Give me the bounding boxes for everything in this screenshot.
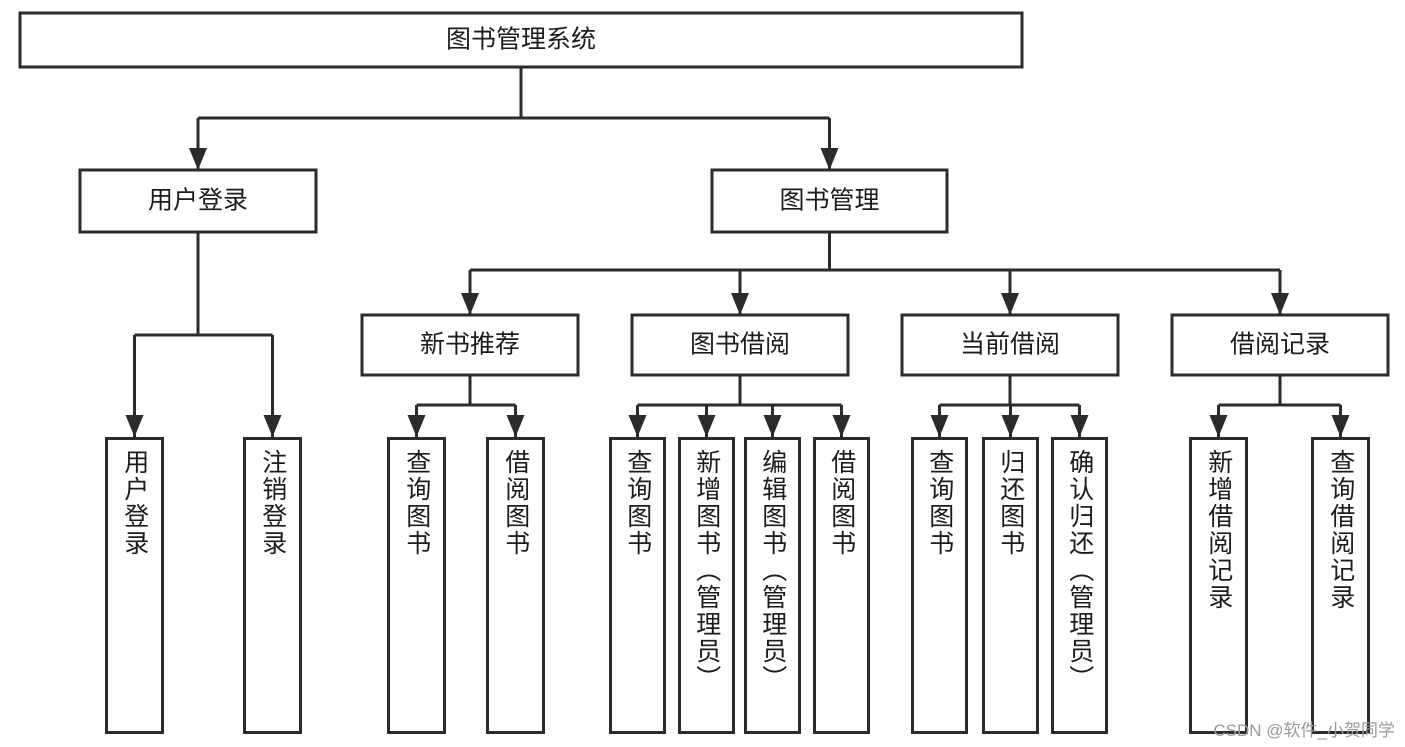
- node-leaf-return-book-label: 归还图书: [996, 449, 1025, 557]
- node-leaf-add-record-label: 新增借阅记录: [1204, 449, 1233, 611]
- node-leaf-add-record[interactable]: 新增借阅记录: [1189, 437, 1248, 734]
- arrow-head-icon: [1209, 415, 1228, 437]
- arrow-head-icon: [461, 293, 479, 315]
- arrow-head-icon: [506, 415, 525, 437]
- node-leaf-add-book-label: 新增图书（管理员）: [692, 449, 721, 692]
- arrow-head-icon: [125, 415, 144, 437]
- node-root[interactable]: [18, 11, 1024, 69]
- node-book-manage[interactable]: [710, 168, 949, 234]
- node-book-manage-label: 图书管理: [779, 187, 879, 215]
- arrow-head-icon: [1070, 415, 1089, 437]
- arrow-head-icon: [1001, 415, 1020, 437]
- node-current-borrow[interactable]: [900, 313, 1120, 377]
- node-leaf-user-login-label: 用户登录: [120, 449, 149, 557]
- node-leaf-borrow-book-1-label: 借阅图书: [501, 449, 530, 557]
- node-book-borrow[interactable]: [630, 313, 850, 377]
- arrow-head-icon: [263, 415, 282, 437]
- node-leaf-query-book-2[interactable]: 查询图书: [609, 437, 666, 734]
- node-leaf-logout[interactable]: 注销登录: [243, 437, 302, 734]
- arrow-head-icon: [832, 415, 851, 437]
- arrow-head-icon: [1271, 293, 1289, 315]
- node-leaf-query-record[interactable]: 查询借阅记录: [1311, 437, 1370, 734]
- node-leaf-edit-book[interactable]: 编辑图书（管理员）: [744, 437, 801, 734]
- arrow-head-icon: [930, 415, 949, 437]
- arrow-head-icon: [763, 415, 782, 437]
- node-leaf-query-book-3-label: 查询图书: [925, 449, 954, 557]
- arrow-head-icon: [731, 293, 749, 315]
- node-leaf-borrow-book-2-label: 借阅图书: [827, 449, 856, 557]
- arrow-head-icon: [628, 415, 647, 437]
- arrow-head-icon: [407, 415, 426, 437]
- node-leaf-add-book[interactable]: 新增图书（管理员）: [678, 437, 735, 734]
- node-leaf-query-book-3[interactable]: 查询图书: [911, 437, 968, 734]
- node-leaf-return-book[interactable]: 归还图书: [982, 437, 1039, 734]
- node-leaf-confirm-return-label: 确认归还（管理员）: [1065, 449, 1094, 692]
- node-new-book-recommend-label: 新书推荐: [420, 331, 520, 359]
- node-root-label: 图书管理系统: [446, 26, 596, 54]
- arrow-head-icon: [820, 148, 839, 170]
- node-leaf-edit-book-label: 编辑图书（管理员）: [758, 449, 787, 692]
- node-leaf-logout-label: 注销登录: [258, 449, 287, 557]
- node-leaf-query-book-2-label: 查询图书: [623, 449, 652, 557]
- arrow-head-icon: [697, 415, 716, 437]
- node-borrow-record[interactable]: [1170, 313, 1390, 377]
- node-leaf-query-book-1-label: 查询图书: [402, 449, 431, 557]
- edges-layer: [125, 67, 1350, 437]
- node-leaf-query-record-label: 查询借阅记录: [1326, 449, 1355, 611]
- node-borrow-record-label: 借阅记录: [1230, 331, 1330, 359]
- watermark-label: CSDN @软件_小贺同学: [1213, 721, 1395, 740]
- node-user-login[interactable]: [78, 168, 318, 234]
- node-leaf-borrow-book-2[interactable]: 借阅图书: [813, 437, 870, 734]
- node-new-book-recommend[interactable]: [360, 313, 580, 377]
- arrow-head-icon: [1001, 293, 1019, 315]
- arrow-head-icon: [1331, 415, 1350, 437]
- node-leaf-query-book-1[interactable]: 查询图书: [387, 437, 446, 734]
- node-leaf-user-login[interactable]: 用户登录: [105, 437, 164, 734]
- node-book-borrow-label: 图书借阅: [690, 331, 790, 359]
- arrow-head-icon: [189, 148, 207, 170]
- node-leaf-borrow-book-1[interactable]: 借阅图书: [486, 437, 545, 734]
- node-user-login-label: 用户登录: [148, 187, 248, 215]
- node-leaf-confirm-return[interactable]: 确认归还（管理员）: [1051, 437, 1108, 734]
- node-current-borrow-label: 当前借阅: [960, 331, 1060, 359]
